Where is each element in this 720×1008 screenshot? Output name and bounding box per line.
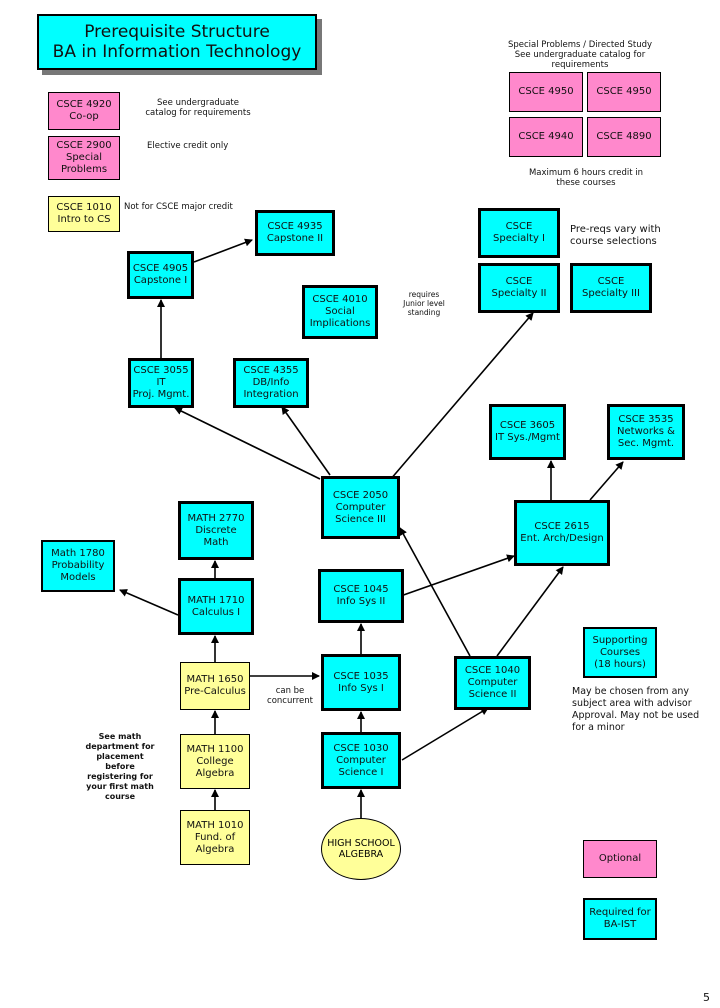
arrow-1040-2050 — [399, 527, 471, 657]
page-title: Prerequisite Structure BA in Information… — [37, 14, 317, 70]
note-prereqs-vary: Pre-reqs vary with course selections — [570, 224, 661, 247]
arrow-2050-specialty — [389, 312, 534, 481]
course-math2770: MATH 2770 Discrete Math — [178, 501, 254, 560]
arrow-1710-1780 — [119, 589, 179, 616]
course-csce4940: CSCE 4940 — [509, 117, 583, 157]
course-csce3535: CSCE 3535 Networks & Sec. Mgmt. — [607, 404, 685, 460]
note-junior-standing: requires Junior level standing — [403, 290, 445, 317]
course-specialty-3: CSCE Specialty III — [570, 263, 652, 313]
arrow-1045-2615 — [394, 554, 515, 599]
arrow-1030-1040 — [401, 707, 489, 761]
course-csce4355: CSCE 4355 DB/Info Integration — [233, 358, 309, 408]
arrow-1040-2615 — [496, 566, 564, 657]
note-max-hours: Maximum 6 hours credit in these courses — [528, 168, 644, 188]
title-line-2: BA in Information Technology — [52, 42, 302, 62]
node-high-school-algebra: HIGH SCHOOL ALGEBRA — [321, 818, 401, 880]
course-csce4950-a: CSCE 4950 — [509, 72, 583, 112]
course-math1710: MATH 1710 Calculus I — [178, 578, 254, 635]
legend-optional: Optional — [583, 840, 657, 878]
course-csce2615: CSCE 2615 Ent. Arch/Design — [514, 500, 610, 566]
course-csce4950-b: CSCE 4950 — [587, 72, 661, 112]
course-csce4905: CSCE 4905 Capstone I — [127, 251, 194, 299]
note-elective: Elective credit only — [147, 141, 229, 151]
course-math1010: MATH 1010 Fund. of Algebra — [180, 810, 250, 865]
course-csce3605: CSCE 3605 IT Sys./Mgmt — [489, 404, 566, 460]
note-math-placement: See math department for placement before… — [85, 732, 155, 801]
course-csce1030: CSCE 1030 Computer Science I — [321, 732, 401, 789]
page-number: 5 — [703, 991, 710, 1004]
arrow-2050-4355 — [281, 406, 331, 476]
course-math1780: Math 1780 Probability Models — [41, 540, 115, 592]
course-csce1010: CSCE 1010 Intro to CS — [48, 196, 120, 232]
course-specialty-2: CSCE Specialty II — [478, 263, 560, 313]
note-special-problems: Special Problems / Directed Study See un… — [507, 40, 653, 70]
course-csce4010: CSCE 4010 Social Implications — [302, 285, 378, 339]
note-not-major: Not for CSCE major credit — [124, 202, 233, 212]
course-csce1040: CSCE 1040 Computer Science II — [454, 656, 531, 710]
course-csce2050: CSCE 2050 Computer Science III — [321, 476, 400, 539]
course-specialty-1: CSCE Specialty I — [478, 208, 560, 258]
note-supporting: May be chosen from any subject area with… — [572, 686, 700, 733]
course-math1100: MATH 1100 College Algebra — [180, 734, 250, 789]
course-csce4935: CSCE 4935 Capstone II — [255, 210, 335, 256]
note-co-op: See undergraduate catalog for requiremen… — [145, 98, 251, 118]
legend-required: Required for BA-IST — [583, 898, 657, 940]
course-csce4890: CSCE 4890 — [587, 117, 661, 157]
course-supporting: Supporting Courses (18 hours) — [583, 627, 657, 678]
course-csce1035: CSCE 1035 Info Sys I — [321, 654, 401, 711]
arrow-2615-3535 — [589, 461, 624, 501]
course-csce4920: CSCE 4920 Co-op — [48, 92, 120, 130]
course-csce1045: CSCE 1045 Info Sys II — [318, 569, 404, 623]
arrow-2050-3055 — [174, 407, 321, 480]
title-line-1: Prerequisite Structure — [84, 22, 270, 42]
course-math1650: MATH 1650 Pre-Calculus — [180, 662, 250, 710]
note-concurrent: can be concurrent — [267, 686, 313, 706]
course-csce2900: CSCE 2900 Special Problems — [48, 136, 120, 180]
arrow-4905-4935 — [193, 238, 253, 263]
course-csce3055: CSCE 3055 IT Proj. Mgmt. — [128, 358, 194, 408]
